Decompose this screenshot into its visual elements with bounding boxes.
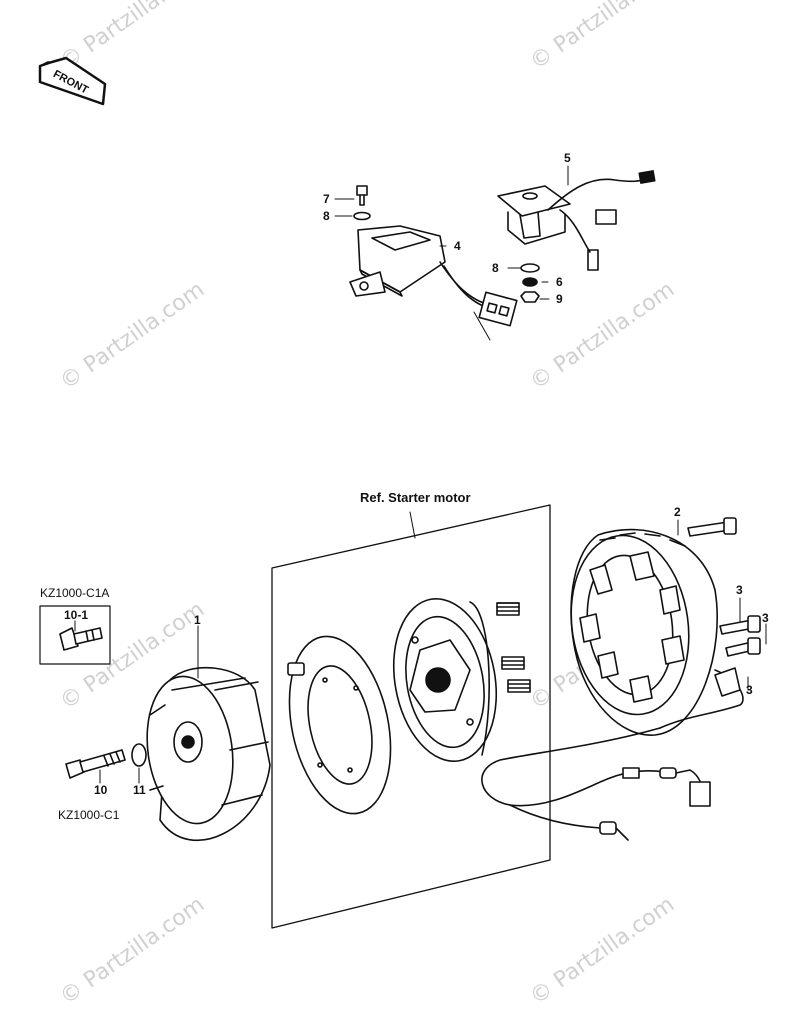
ref-starter-motor-frame: [271, 504, 551, 929]
callout-1: 1: [194, 613, 201, 627]
part-1-rotor: [146, 666, 271, 841]
callout-10: 10: [94, 783, 108, 797]
part-4-module: [349, 225, 518, 341]
callout-5: 5: [564, 151, 571, 165]
leader-lines: [74, 165, 767, 784]
callout-3: 3: [762, 611, 769, 625]
callout-8: 8: [323, 209, 330, 223]
model-variant-a-label: KZ1000-C1A: [40, 586, 110, 600]
callout-9: 9: [556, 292, 563, 306]
part-3-screws: [687, 517, 761, 657]
callout-3: 3: [746, 683, 753, 697]
callout-2: 2: [674, 505, 681, 519]
starter-bolts: [287, 602, 531, 693]
callout-3: 3: [736, 583, 743, 597]
ref-starter-motor-label: Ref. Starter motor: [360, 490, 471, 505]
part-10-bolt: [65, 749, 126, 779]
part-8-washer: [520, 263, 540, 273]
part-9-nut: [520, 291, 540, 303]
part-10-1-bolt: [59, 627, 103, 651]
part-8-washer: [353, 211, 371, 221]
callout-4: 4: [454, 239, 461, 253]
part-7-screw: [356, 185, 368, 206]
starter-clutch-plate: [288, 635, 392, 815]
variant-box: [39, 605, 111, 665]
stator-wiring-harness: [481, 667, 744, 841]
callout-11: 11: [133, 783, 146, 797]
part-11-washer: [131, 743, 147, 767]
callout-6: 6: [556, 275, 563, 289]
callout-8: 8: [492, 261, 499, 275]
callout-7: 7: [323, 192, 330, 206]
model-variant-b-label: KZ1000-C1: [58, 808, 120, 822]
front-arrow-icon: FRONT: [38, 56, 107, 106]
callout-10-1: 10-1: [64, 608, 89, 622]
part-2-stator: [570, 528, 718, 736]
part-5-bracket: [497, 170, 656, 271]
starter-clutch-hub: [392, 597, 498, 763]
part-6-lockwasher: [522, 277, 538, 287]
